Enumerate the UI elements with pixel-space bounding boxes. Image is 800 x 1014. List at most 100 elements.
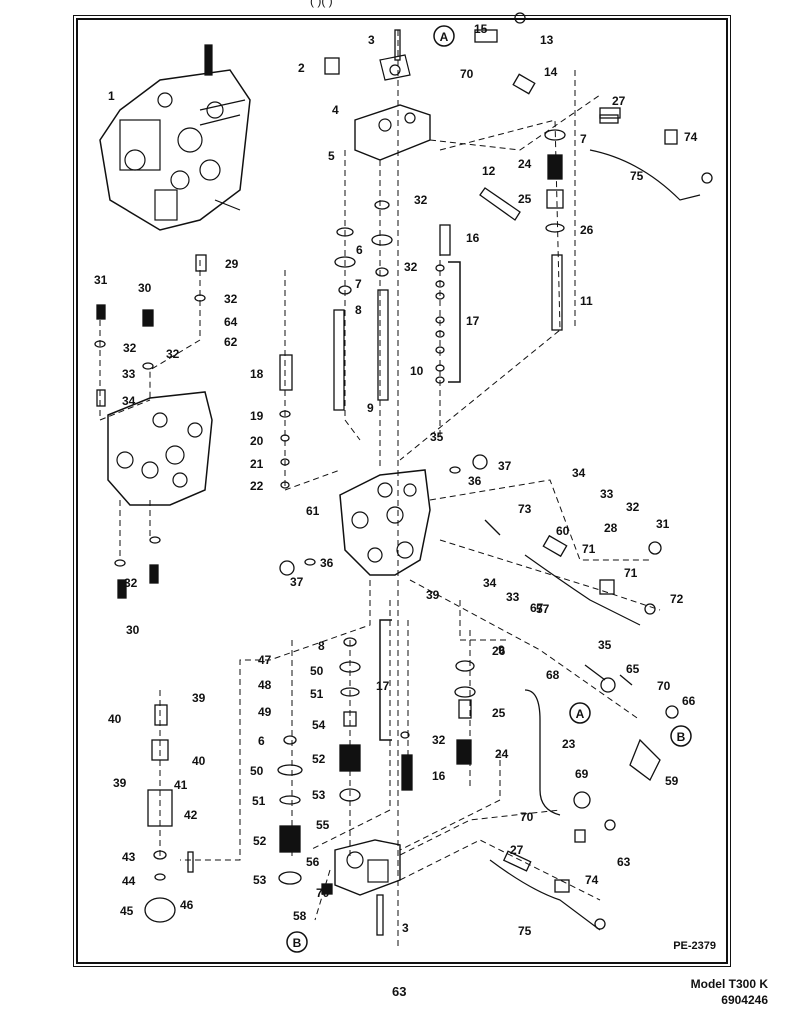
part-label: 16 xyxy=(432,769,446,783)
center-valve-body-drawing xyxy=(339,469,431,576)
part-label: 31 xyxy=(94,273,108,287)
part-label: 20 xyxy=(250,434,264,448)
part-label: 51 xyxy=(252,794,266,808)
part-label: 13 xyxy=(540,33,554,47)
part-label: 26 xyxy=(580,223,594,237)
part-label: 34 xyxy=(483,576,497,590)
part-label: 25 xyxy=(492,706,506,720)
part-label: 52 xyxy=(253,834,267,848)
part-label: 15 xyxy=(474,22,488,36)
part-label: 24 xyxy=(518,157,532,171)
part-label: 24 xyxy=(495,747,509,761)
bottom-block-drawing xyxy=(334,839,401,896)
part-label: 66 xyxy=(682,694,696,708)
part-label: 74 xyxy=(585,873,599,887)
part-label: 50 xyxy=(250,764,264,778)
part-label: 53 xyxy=(312,788,326,802)
part-label: 74 xyxy=(684,130,698,144)
part-label: 2 xyxy=(298,61,305,75)
part-label: 32 xyxy=(432,733,446,747)
part-label: 28 xyxy=(604,521,618,535)
part-label: 30 xyxy=(138,281,152,295)
part-label: 17 xyxy=(466,314,480,328)
diagram-outer-border xyxy=(73,15,731,967)
part-label: 14 xyxy=(544,65,558,79)
diagram-frame xyxy=(76,18,728,964)
part-label: 37 xyxy=(498,459,512,473)
part-label: 70 xyxy=(460,67,474,81)
part-label: 59 xyxy=(665,774,679,788)
part-label: 16 xyxy=(466,231,480,245)
part-label: 8 xyxy=(318,639,325,653)
part-label: 22 xyxy=(250,479,264,493)
callout-A-bottom: A xyxy=(569,702,591,724)
svg-text:B: B xyxy=(677,730,686,744)
part-label: 4 xyxy=(332,103,339,117)
part-label: 40 xyxy=(192,754,206,768)
part-label: 62 xyxy=(224,335,238,349)
part-label: 9 xyxy=(498,643,505,657)
part-label: 33 xyxy=(600,487,614,501)
page-number: 63 xyxy=(392,984,407,999)
part-label: 32 xyxy=(224,292,238,306)
part-label: 32 xyxy=(166,347,180,361)
part-label: 7 xyxy=(355,277,362,291)
part-label: 69 xyxy=(575,767,589,781)
part-label: 19 xyxy=(250,409,264,423)
part-label: 57 xyxy=(536,602,550,616)
part-label: 33 xyxy=(122,367,136,381)
part-label: 52 xyxy=(312,752,326,766)
part-label: 70 xyxy=(520,810,534,824)
part-label: 30 xyxy=(126,623,140,637)
page-header-fragment: ( )( ) xyxy=(310,0,333,8)
part-label: 34 xyxy=(572,466,586,480)
part-label: 39 xyxy=(192,691,206,705)
part-label: 65 xyxy=(626,662,640,676)
part-label: 64 xyxy=(224,315,238,329)
part-label: 68 xyxy=(546,668,560,682)
callout-A-top: A xyxy=(433,25,455,47)
callout-B-bottom: B xyxy=(286,931,308,953)
part-label: 27 xyxy=(612,94,626,108)
model-info: Model T300 K 6904246 xyxy=(691,976,768,1008)
part-label: 31 xyxy=(656,517,670,531)
part-label: 6 xyxy=(258,734,265,748)
part-label: 45 xyxy=(120,904,134,918)
part-label: 32 xyxy=(626,500,640,514)
part-label: 70 xyxy=(657,679,671,693)
part-label: 37 xyxy=(290,575,304,589)
part-label: 1 xyxy=(108,89,115,103)
part-label: 70 xyxy=(316,886,330,900)
part-label: 58 xyxy=(293,909,307,923)
part-label: 29 xyxy=(225,257,239,271)
part-label: 6 xyxy=(356,243,363,257)
part-label: 32 xyxy=(404,260,418,274)
part-label: 41 xyxy=(174,778,188,792)
part-label: 75 xyxy=(630,169,644,183)
part-label: 53 xyxy=(253,873,267,887)
part-label: 49 xyxy=(258,705,272,719)
part-label: 39 xyxy=(426,588,440,602)
part-label: 23 xyxy=(562,737,576,751)
part-label: 5 xyxy=(328,149,335,163)
part-label: 21 xyxy=(250,457,264,471)
part-label: 25 xyxy=(518,192,532,206)
part-label: 46 xyxy=(180,898,194,912)
part-label: 63 xyxy=(617,855,631,869)
part-label: 56 xyxy=(306,855,320,869)
part-label: 60 xyxy=(556,524,570,538)
manual-part-number: 6904246 xyxy=(721,993,768,1007)
part-label: 9 xyxy=(367,401,374,415)
part-label: 10 xyxy=(410,364,424,378)
part-label: 71 xyxy=(624,566,638,580)
callout-B-right: B xyxy=(670,725,692,747)
part-label: 26 xyxy=(492,644,506,658)
part-label: 12 xyxy=(482,164,496,178)
part-label: 61 xyxy=(306,504,320,518)
part-label: 47 xyxy=(258,653,272,667)
part-label: 55 xyxy=(316,818,330,832)
valve-body-drawing xyxy=(107,391,213,506)
part-label: 50 xyxy=(310,664,324,678)
part-label: 7 xyxy=(580,132,587,146)
part-label: 34 xyxy=(122,394,136,408)
